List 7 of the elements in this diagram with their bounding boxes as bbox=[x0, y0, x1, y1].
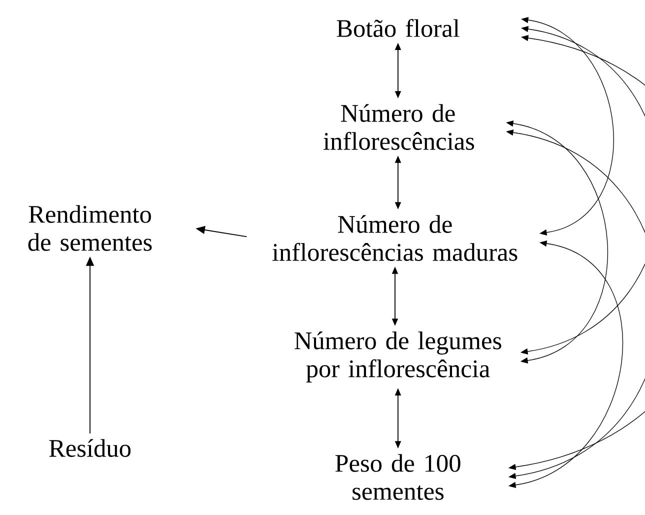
variable-label: Resíduo bbox=[49, 439, 131, 457]
variable-label: Peso de 100 sementes bbox=[335, 454, 460, 500]
variable-label: Número de inflorescências bbox=[324, 104, 474, 150]
variable-label: Número de legumes por inflorescência bbox=[294, 332, 502, 382]
variable-label: Rendimento de sementes bbox=[28, 205, 152, 251]
variable-label: Número de inflorescências maduras bbox=[272, 215, 518, 261]
variable-label: Botão floral bbox=[336, 18, 460, 38]
